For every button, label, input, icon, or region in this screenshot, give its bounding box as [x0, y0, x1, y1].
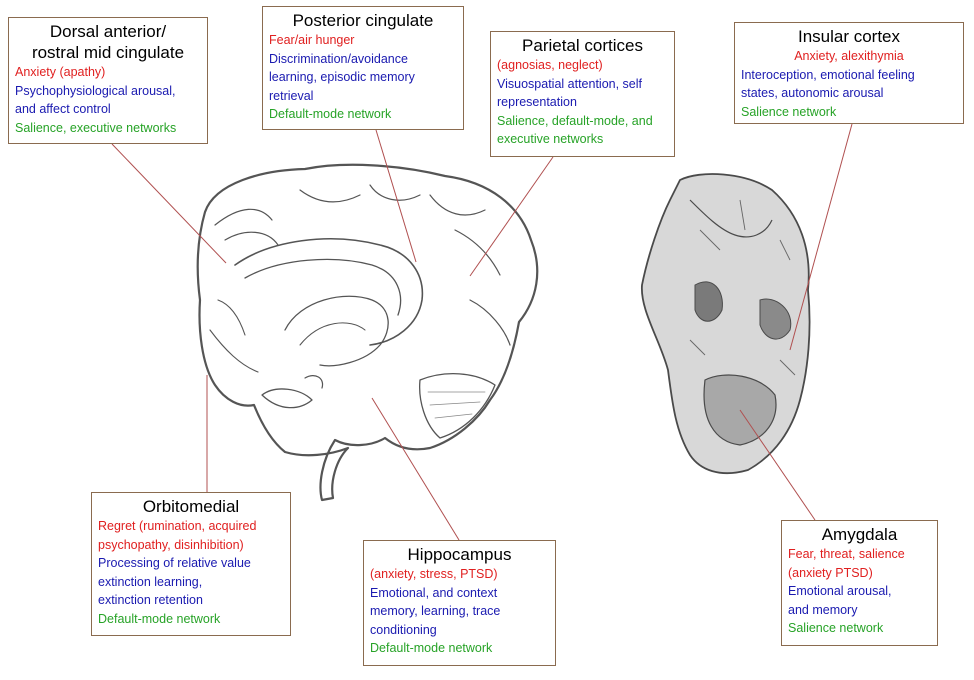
- region-title: Insular cortex: [797, 27, 901, 46]
- clinical-text: (agnosias, neglect): [497, 58, 603, 72]
- function-text: Emotional arousal, and memory: [788, 584, 892, 617]
- leader-line-amygdala: [739, 409, 816, 521]
- clinical-text: Fear, threat, salience (anxiety PTSD): [788, 547, 905, 580]
- function-text: Psychophysiological arousal, and affect …: [15, 83, 176, 117]
- label-box-posterior-cingulate: Posterior cingulate Fear/air hunger Disc…: [262, 6, 464, 130]
- leader-line-hippocampus: [371, 397, 460, 541]
- clinical-text: Regret (rumination, acquired psychopathy…: [98, 519, 257, 552]
- clinical-text: Fear/air hunger: [269, 33, 355, 47]
- network-text: Default-mode network: [370, 641, 493, 655]
- region-title: Dorsal anterior/ rostral mid cingulate: [31, 22, 185, 62]
- network-text: Salience network: [741, 104, 837, 119]
- region-title: Posterior cingulate: [292, 11, 434, 30]
- label-box-parietal-cortices: Parietal cortices (agnosias, neglect) Vi…: [490, 31, 675, 157]
- leader-line-dorsal-anterior: [111, 143, 227, 264]
- function-text: Processing of relative value extinction …: [98, 556, 251, 607]
- function-text: Emotional, and context memory, learning,…: [370, 585, 501, 637]
- clinical-text: (anxiety, stress, PTSD): [370, 567, 498, 581]
- function-text: Discrimination/avoidance learning, episo…: [269, 51, 415, 103]
- leader-line-insular: [789, 123, 853, 351]
- region-title: Parietal cortices: [522, 36, 643, 55]
- region-title: Amygdala: [821, 525, 898, 544]
- label-box-insular-cortex: Insular cortex Anxiety, alexithymia Inte…: [734, 22, 964, 124]
- function-text: Interoception, emotional feeling states,…: [741, 67, 915, 101]
- region-title: Hippocampus: [407, 545, 512, 564]
- clinical-text: Anxiety (apathy): [15, 65, 106, 79]
- network-text: Default-mode network: [269, 107, 392, 121]
- brain-coronal-section-sketch: [641, 173, 811, 474]
- leader-line-posterior-cingulate: [375, 129, 417, 263]
- label-box-dorsal-anterior-cingulate: Dorsal anterior/ rostral mid cingulate A…: [8, 17, 208, 144]
- leader-line-parietal: [469, 156, 554, 277]
- clinical-text: Anxiety, alexithymia: [794, 49, 904, 63]
- label-box-hippocampus: Hippocampus (anxiety, stress, PTSD) Emot…: [363, 540, 556, 666]
- label-box-amygdala: Amygdala Fear, threat, salience (anxiety…: [781, 520, 938, 646]
- label-box-orbitomedial: Orbitomedial Regret (rumination, acquire…: [91, 492, 291, 636]
- function-text: Visuospatial attention, self representat…: [497, 76, 643, 110]
- network-text: Default-mode network: [98, 611, 221, 626]
- brain-medial-sagittal-sketch: [196, 163, 539, 502]
- network-text: Salience network: [788, 621, 884, 635]
- network-text: Salience, default-mode, and executive ne…: [497, 113, 653, 147]
- network-text: Salience, executive networks: [15, 120, 177, 135]
- region-title: Orbitomedial: [142, 497, 240, 516]
- leader-lines: [111, 123, 853, 541]
